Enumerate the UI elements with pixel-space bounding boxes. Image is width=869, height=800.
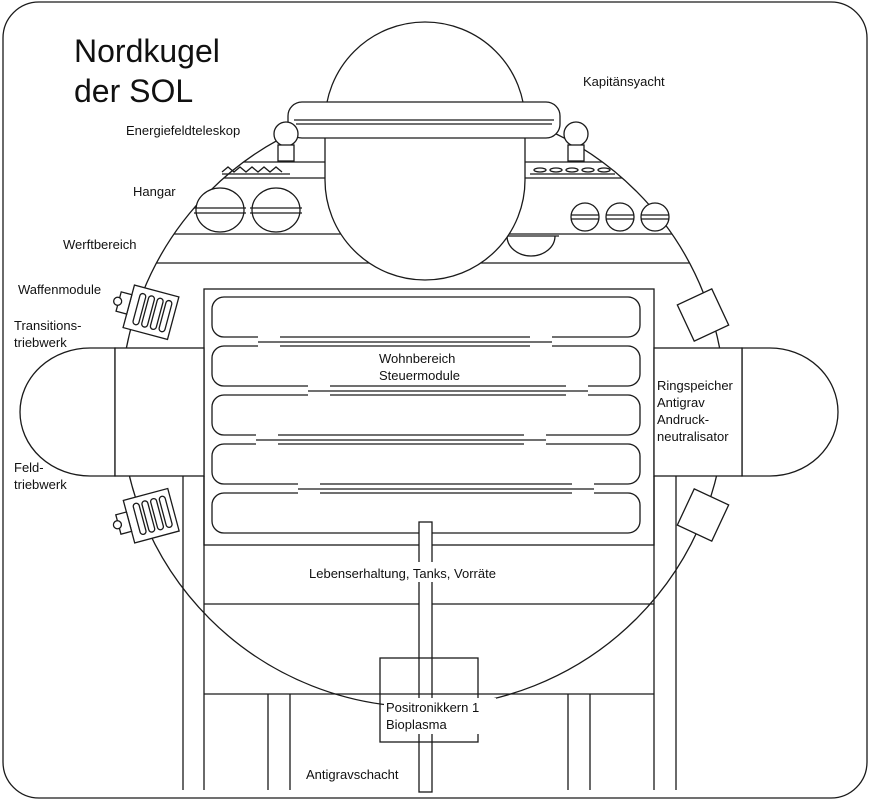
wohnbereich-rows [211, 296, 641, 534]
label-antigrav: Antigrav [657, 395, 705, 410]
row-connectors [256, 336, 594, 494]
title-line1: Nordkugel [74, 33, 220, 69]
kapitaensyacht-shape [287, 21, 561, 281]
antigravschacht-walls [267, 694, 591, 790]
werft-dome [506, 235, 556, 257]
hangar-marks-right [530, 167, 615, 175]
label-transitions-2: triebwerk [14, 335, 67, 350]
title-line2: der SOL [74, 73, 193, 109]
label-feld-1: Feld- [14, 460, 44, 475]
hangar-pod-5 [640, 202, 670, 232]
label-antigravschacht: Antigravschacht [306, 767, 399, 782]
row-long-lines [278, 341, 572, 490]
waffenmodule-upper [113, 284, 180, 341]
label-neutralisator: neutralisator [657, 429, 729, 444]
waffenmodule-lower [112, 487, 180, 544]
right-module-upper [676, 287, 730, 343]
ringspeicher-block [653, 347, 839, 477]
label-transitions-1: Transitions- [14, 318, 81, 333]
hangar-pod-4 [605, 202, 635, 232]
label-positronikkern: Positronikkern 1 [386, 700, 479, 715]
transitionstriebwerk [19, 347, 205, 477]
label-hangar: Hangar [133, 184, 176, 199]
hangar-pod-2 [250, 187, 302, 233]
side-columns [182, 476, 677, 790]
label-wohnbereich: Wohnbereich [379, 351, 455, 366]
energiefeldteleskop-left [273, 121, 299, 162]
label-lebenserhaltung: Lebenserhaltung, Tanks, Vorräte [309, 566, 496, 581]
hangar-pod-1 [194, 187, 246, 233]
label-feld-2: triebwerk [14, 477, 67, 492]
label-werftbereich: Werftbereich [63, 237, 136, 252]
label-bioplasma: Bioplasma [386, 717, 447, 732]
hangar-marks-left [221, 166, 290, 175]
right-module-lower [676, 487, 730, 543]
energiefeldteleskop-right [563, 121, 589, 162]
label-kapitaensyacht: Kapitänsyacht [583, 74, 665, 89]
label-steuermodule: Steuermodule [379, 368, 460, 383]
hangar-pod-3 [570, 202, 600, 232]
label-andruck: Andruck- [657, 412, 709, 427]
label-ringspeicher: Ringspeicher [657, 378, 734, 393]
label-energiefeldteleskop: Energiefeldteleskop [126, 123, 240, 138]
label-waffenmodule: Waffenmodule [18, 282, 101, 297]
